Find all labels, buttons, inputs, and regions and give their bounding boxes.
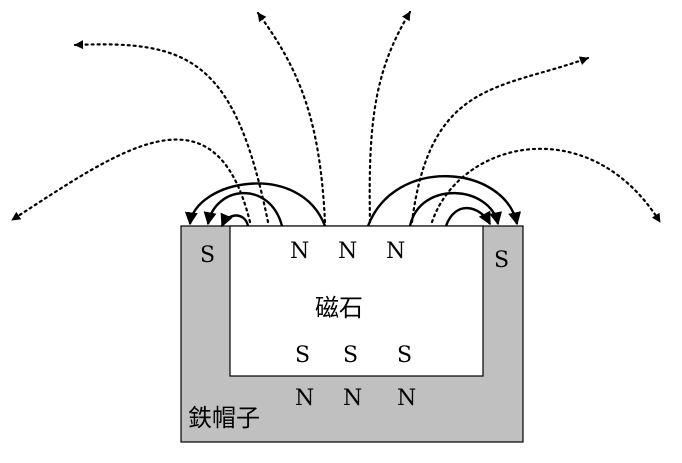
magnet-body — [229, 225, 484, 377]
magnet-bottom-pole-3: S — [397, 343, 412, 368]
magnet-top-pole-1: N — [290, 239, 309, 264]
magnet-bottom-pole-1: S — [295, 343, 310, 368]
cap-bottom-pole-3: N — [397, 386, 416, 411]
iron-cap-label: 鉄帽子 — [188, 404, 260, 432]
magnet-top-pole-3: N — [386, 239, 405, 264]
cap-left-pole-label: S — [200, 243, 215, 268]
magnet-label: 磁石 — [315, 294, 363, 322]
inner-field-lines — [184, 175, 522, 228]
cap-bottom-pole-1: N — [295, 386, 314, 411]
outer-field-lines — [10, 10, 662, 224]
magnet-top-pole-2: N — [338, 239, 357, 264]
cap-bottom-pole-2: N — [343, 386, 362, 411]
magnet-bottom-pole-2: S — [343, 343, 358, 368]
cap-right-pole-label: S — [494, 248, 509, 273]
